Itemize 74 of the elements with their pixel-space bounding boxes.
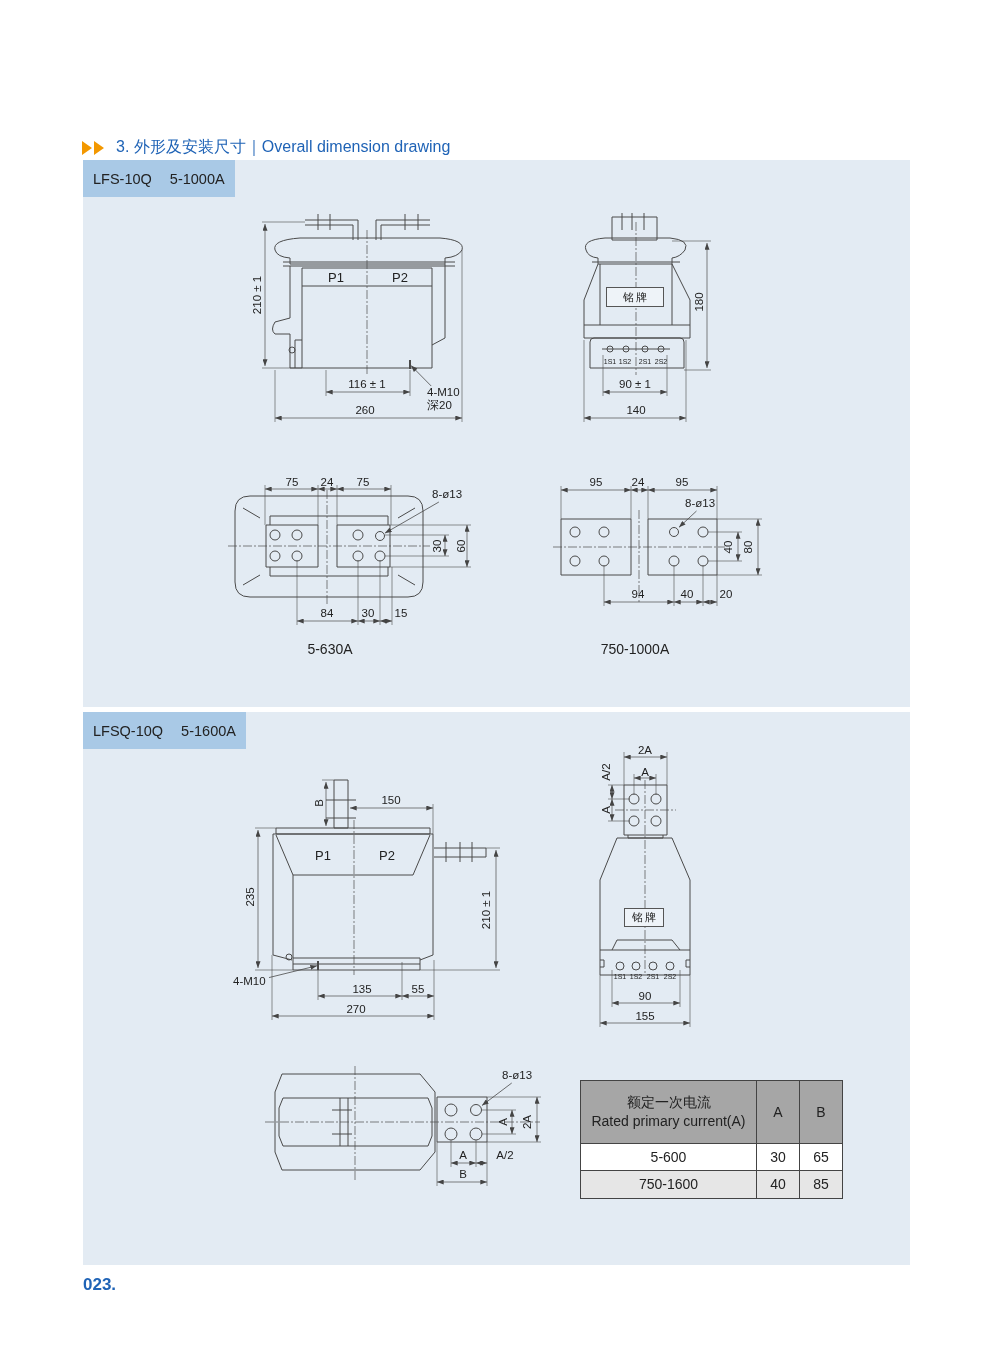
terminal-label: P1 <box>315 847 331 863</box>
dimension-label: 90 <box>638 989 652 1003</box>
column-header: A <box>773 1102 783 1122</box>
cell-value: 750-1600 <box>638 1175 699 1194</box>
dimension-label: 24 <box>631 475 645 489</box>
dimension-label: 75 <box>285 475 299 489</box>
column-header: 额定一次电流 <box>626 1093 711 1112</box>
dimension-label: 150 <box>381 793 401 807</box>
nameplate-text: 铭 牌 <box>622 290 648 304</box>
column-header: B <box>816 1102 826 1122</box>
callout-text: 8-ø13 <box>432 488 463 500</box>
dimension-label: 135 <box>352 982 372 996</box>
cell-value: 40 <box>770 1175 786 1194</box>
callout-text: 4-M10 深20 <box>427 386 460 411</box>
dimension-label: 116 ± 1 <box>348 377 386 391</box>
dimension-label: 40 <box>721 540 735 554</box>
section-panel <box>83 712 910 1265</box>
dimension-label: 235 <box>243 887 257 907</box>
dimension-label: A/2 <box>496 1148 514 1162</box>
terminal-label: P2 <box>379 847 395 863</box>
rating-label: 5-1000A <box>169 170 225 187</box>
dimension-label: 95 <box>589 475 603 489</box>
dimension-label: 20 <box>719 587 733 601</box>
dimension-label: A <box>641 765 649 779</box>
view-caption: 750-1000A <box>600 641 670 657</box>
dimension-label: A <box>459 1148 467 1162</box>
cell-value: 85 <box>813 1175 829 1194</box>
page-number: 023. <box>83 1276 117 1294</box>
dimension-label: 2A <box>520 1114 534 1130</box>
nameplate <box>624 908 664 927</box>
dimension-label: 80 <box>741 540 755 554</box>
dimension-label: 90 ± 1 <box>619 377 651 391</box>
callout-text: 8-ø13 <box>502 1069 533 1081</box>
callout-text: 4-M10 <box>233 975 266 987</box>
model-label: LFSQ-10Q <box>93 722 164 739</box>
section-title: 3. 外形及安装尺寸｜Overall dimension drawing <box>116 137 451 158</box>
rating-label: 5-1600A <box>181 722 236 739</box>
dimension-label: 95 <box>675 475 689 489</box>
dimension-label: 94 <box>631 587 645 601</box>
dimension-label: 55 <box>411 982 425 996</box>
dimension-label: B <box>312 799 326 807</box>
column-header: Rated primary current(A) <box>591 1112 746 1131</box>
dimension-label: 180 <box>692 292 706 312</box>
cell-value: 65 <box>813 1147 829 1167</box>
model-label: LFS-10Q <box>93 170 152 187</box>
terminal-label: P1 <box>328 269 344 285</box>
dimension-label: 210 ± 1 <box>250 275 264 315</box>
dimension-label: A/2 <box>599 763 613 781</box>
dimension-label: A <box>496 1118 510 1126</box>
view-caption: 5-630A <box>307 641 353 657</box>
callout-text: 8-ø13 <box>685 497 716 509</box>
dimension-label: 84 <box>320 606 334 620</box>
cell-value: 5-600 <box>650 1147 687 1167</box>
dimension-label: B <box>459 1167 467 1181</box>
dimension-label: 75 <box>356 475 370 489</box>
dimension-label: 260 <box>355 403 375 417</box>
dimension-label: 30 <box>361 606 375 620</box>
nameplate <box>606 287 664 307</box>
section-panel <box>83 160 910 707</box>
terminal-label: P2 <box>392 269 408 285</box>
dimension-label: 2A <box>637 743 653 757</box>
dimension-label: 210 ± 1 <box>479 890 493 930</box>
dimension-label: 30 <box>430 539 444 553</box>
dimension-label: 270 <box>346 1002 366 1016</box>
dimension-label: 15 <box>394 606 408 620</box>
threaded-hole-mark <box>409 360 411 369</box>
dimension-label: A <box>599 806 613 814</box>
dimension-label: 155 <box>635 1009 655 1023</box>
dimension-label: 24 <box>320 475 334 489</box>
cell-value: 30 <box>770 1147 786 1167</box>
dimension-label: 140 <box>626 403 646 417</box>
dimension-label: 40 <box>680 587 694 601</box>
dimension-label: 60 <box>454 539 468 553</box>
nameplate-text: 铭 牌 <box>631 911 657 924</box>
